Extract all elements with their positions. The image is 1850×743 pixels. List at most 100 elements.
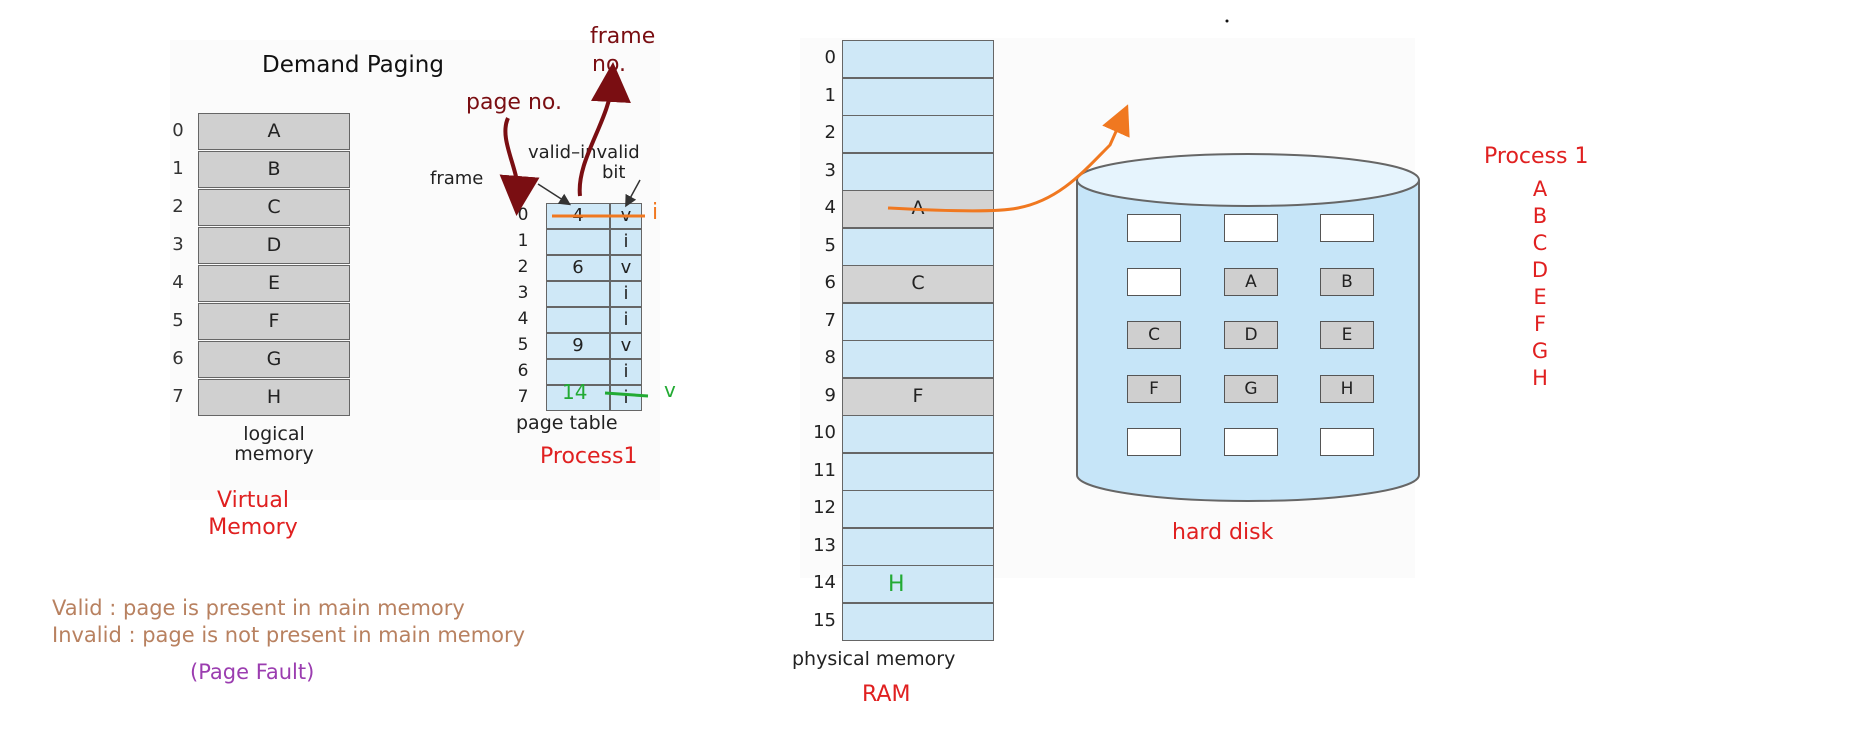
physical-memory-frame: [842, 227, 994, 266]
physical-memory-frame: [842, 340, 994, 378]
hard-disk-label: hard disk: [1172, 520, 1274, 545]
physical-memory-index: 4: [824, 197, 836, 218]
disk-page-slot: D: [1224, 321, 1278, 349]
page-table-bit-cell: v: [610, 255, 642, 281]
logical-memory-cell: B: [198, 151, 350, 188]
row7-strike: [604, 391, 649, 398]
legend-invalid: Invalid : page is not present in main me…: [52, 623, 526, 647]
physical-memory-frame: [842, 40, 994, 78]
physical-memory-index: 14: [813, 572, 836, 593]
page-table-index: 2: [517, 257, 529, 277]
logical-memory-index: 0: [172, 120, 184, 141]
disk-page-slot: [1320, 428, 1374, 456]
page-table-frame-cell: [546, 229, 610, 255]
physical-memory-index: 7: [824, 309, 836, 331]
row7-new-frame-annotation: 14: [562, 380, 588, 404]
bit-label: bit: [602, 162, 626, 183]
process-page-item: A: [1532, 177, 1548, 201]
stray-dot: [1225, 19, 1229, 23]
physical-memory-index: 3: [824, 159, 836, 181]
disk-page-slot: A: [1224, 267, 1278, 296]
page-table-frame-cell: 6: [546, 255, 610, 281]
process-list-title: Process 1: [1484, 144, 1589, 169]
physical-memory-index: 0: [824, 47, 836, 68]
disk-page-slot: [1224, 428, 1278, 456]
disk-page-slot: F: [1127, 374, 1181, 403]
logical-memory-label-line2: memory: [234, 443, 314, 465]
disk-page-slot: [1224, 214, 1278, 242]
frame-no-annotation-line1: frame: [590, 24, 656, 49]
process-page-item: C: [1532, 231, 1548, 255]
page-table-bit-cell: i: [610, 281, 642, 307]
page-table-frame-cell: 9: [546, 333, 610, 359]
process-page-item: F: [1533, 312, 1547, 336]
disk-page-slot: G: [1224, 374, 1278, 403]
physical-memory-frame: [842, 602, 994, 641]
logical-memory-cell: E: [198, 265, 350, 302]
ram-row14-annotation: H: [888, 572, 905, 597]
page-table-frame-cell: [546, 307, 610, 333]
logical-memory-cell: G: [198, 341, 350, 378]
logical-memory-index: 4: [172, 272, 184, 293]
ram-label: RAM: [862, 682, 911, 707]
page-table-bit-cell: i: [610, 307, 642, 333]
page-no-annotation: page no.: [466, 90, 562, 115]
logical-memory-index: 2: [172, 196, 184, 217]
legend-valid: Valid : page is present in main memory: [52, 596, 465, 620]
virtual-memory-label-line2: Memory: [208, 515, 298, 540]
physical-memory-index: 5: [824, 234, 836, 256]
page-table-caption: page table: [516, 412, 618, 434]
physical-memory-index: 6: [824, 272, 836, 293]
logical-memory-cell: C: [198, 189, 350, 226]
page-table-frame-cell: [546, 359, 610, 385]
frame-no-arrow: [577, 62, 631, 197]
physical-memory-frame: [842, 115, 994, 153]
page-table-frame-cell: [546, 385, 610, 411]
process-page-item: D: [1531, 258, 1549, 282]
bit-pointer: [625, 179, 641, 208]
process-page-item: G: [1531, 339, 1549, 363]
logical-memory-index: 7: [172, 386, 184, 407]
physical-memory-index: 1: [824, 84, 836, 106]
page-table-bit-cell: v: [610, 333, 642, 359]
virtual-memory-label-line1: Virtual: [217, 488, 289, 513]
disk-page-slot: B: [1320, 267, 1374, 296]
physical-memory-frame: [842, 490, 994, 528]
diagram-title: Demand Paging: [262, 52, 444, 78]
process1-label: Process1: [540, 444, 638, 469]
page-table-index: 3: [517, 283, 529, 303]
logical-memory-label-line1: logical: [243, 423, 305, 445]
physical-memory-index: 12: [813, 497, 836, 518]
row0-new-bit-annotation: i: [652, 200, 659, 225]
disk-page-slot: [1127, 214, 1181, 242]
page-no-arrow: [499, 117, 540, 216]
logical-memory-cell: F: [198, 303, 350, 340]
swap-out-arrow: [887, 104, 1130, 213]
page-table-bit-cell: i: [610, 359, 642, 385]
physical-memory-index: 8: [824, 347, 836, 368]
disk-page-slot: [1320, 214, 1374, 242]
physical-memory-index: 11: [813, 459, 836, 481]
physical-memory-index: 10: [813, 422, 836, 443]
valid-invalid-label: valid–invalid: [528, 142, 640, 163]
disk-page-slot: [1127, 428, 1181, 456]
logical-memory-index: 6: [172, 348, 184, 369]
disk-page-slot: H: [1320, 374, 1374, 403]
disk-page-slot: [1127, 267, 1181, 296]
page-table-bit-cell: i: [610, 385, 642, 411]
logical-memory-cell: A: [198, 113, 350, 150]
physical-memory-index: 9: [824, 384, 836, 406]
logical-memory-cell: D: [198, 227, 350, 264]
logical-memory-index: 5: [172, 310, 184, 331]
page-table-index: 5: [517, 335, 529, 355]
page-table-index: 7: [517, 387, 529, 407]
physical-memory-frame: [842, 77, 994, 116]
logical-memory-index: 1: [172, 158, 184, 179]
disk-page-slot: E: [1320, 321, 1374, 349]
frame-label: frame: [430, 168, 484, 189]
physical-memory-caption: physical memory: [792, 648, 956, 670]
physical-memory-frame: [842, 565, 994, 603]
legend-page-fault: (Page Fault): [190, 660, 315, 684]
process-page-item: B: [1532, 204, 1548, 228]
